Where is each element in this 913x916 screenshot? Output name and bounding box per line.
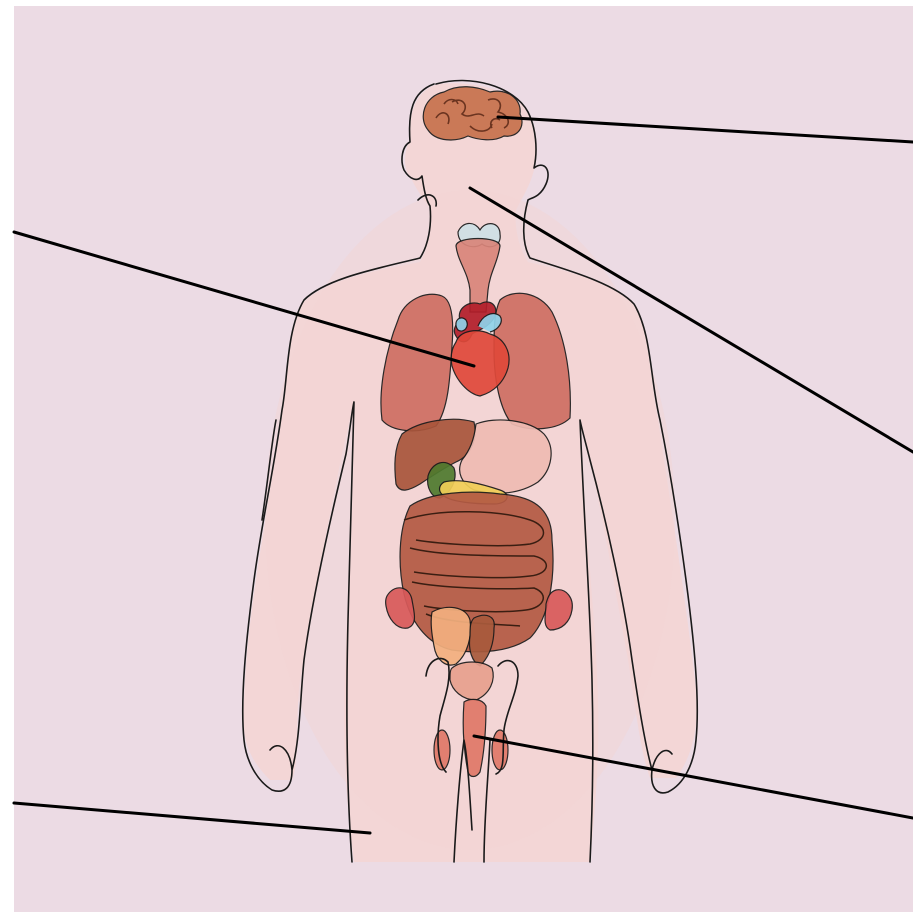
brain — [423, 87, 522, 140]
right-testis — [492, 730, 508, 770]
